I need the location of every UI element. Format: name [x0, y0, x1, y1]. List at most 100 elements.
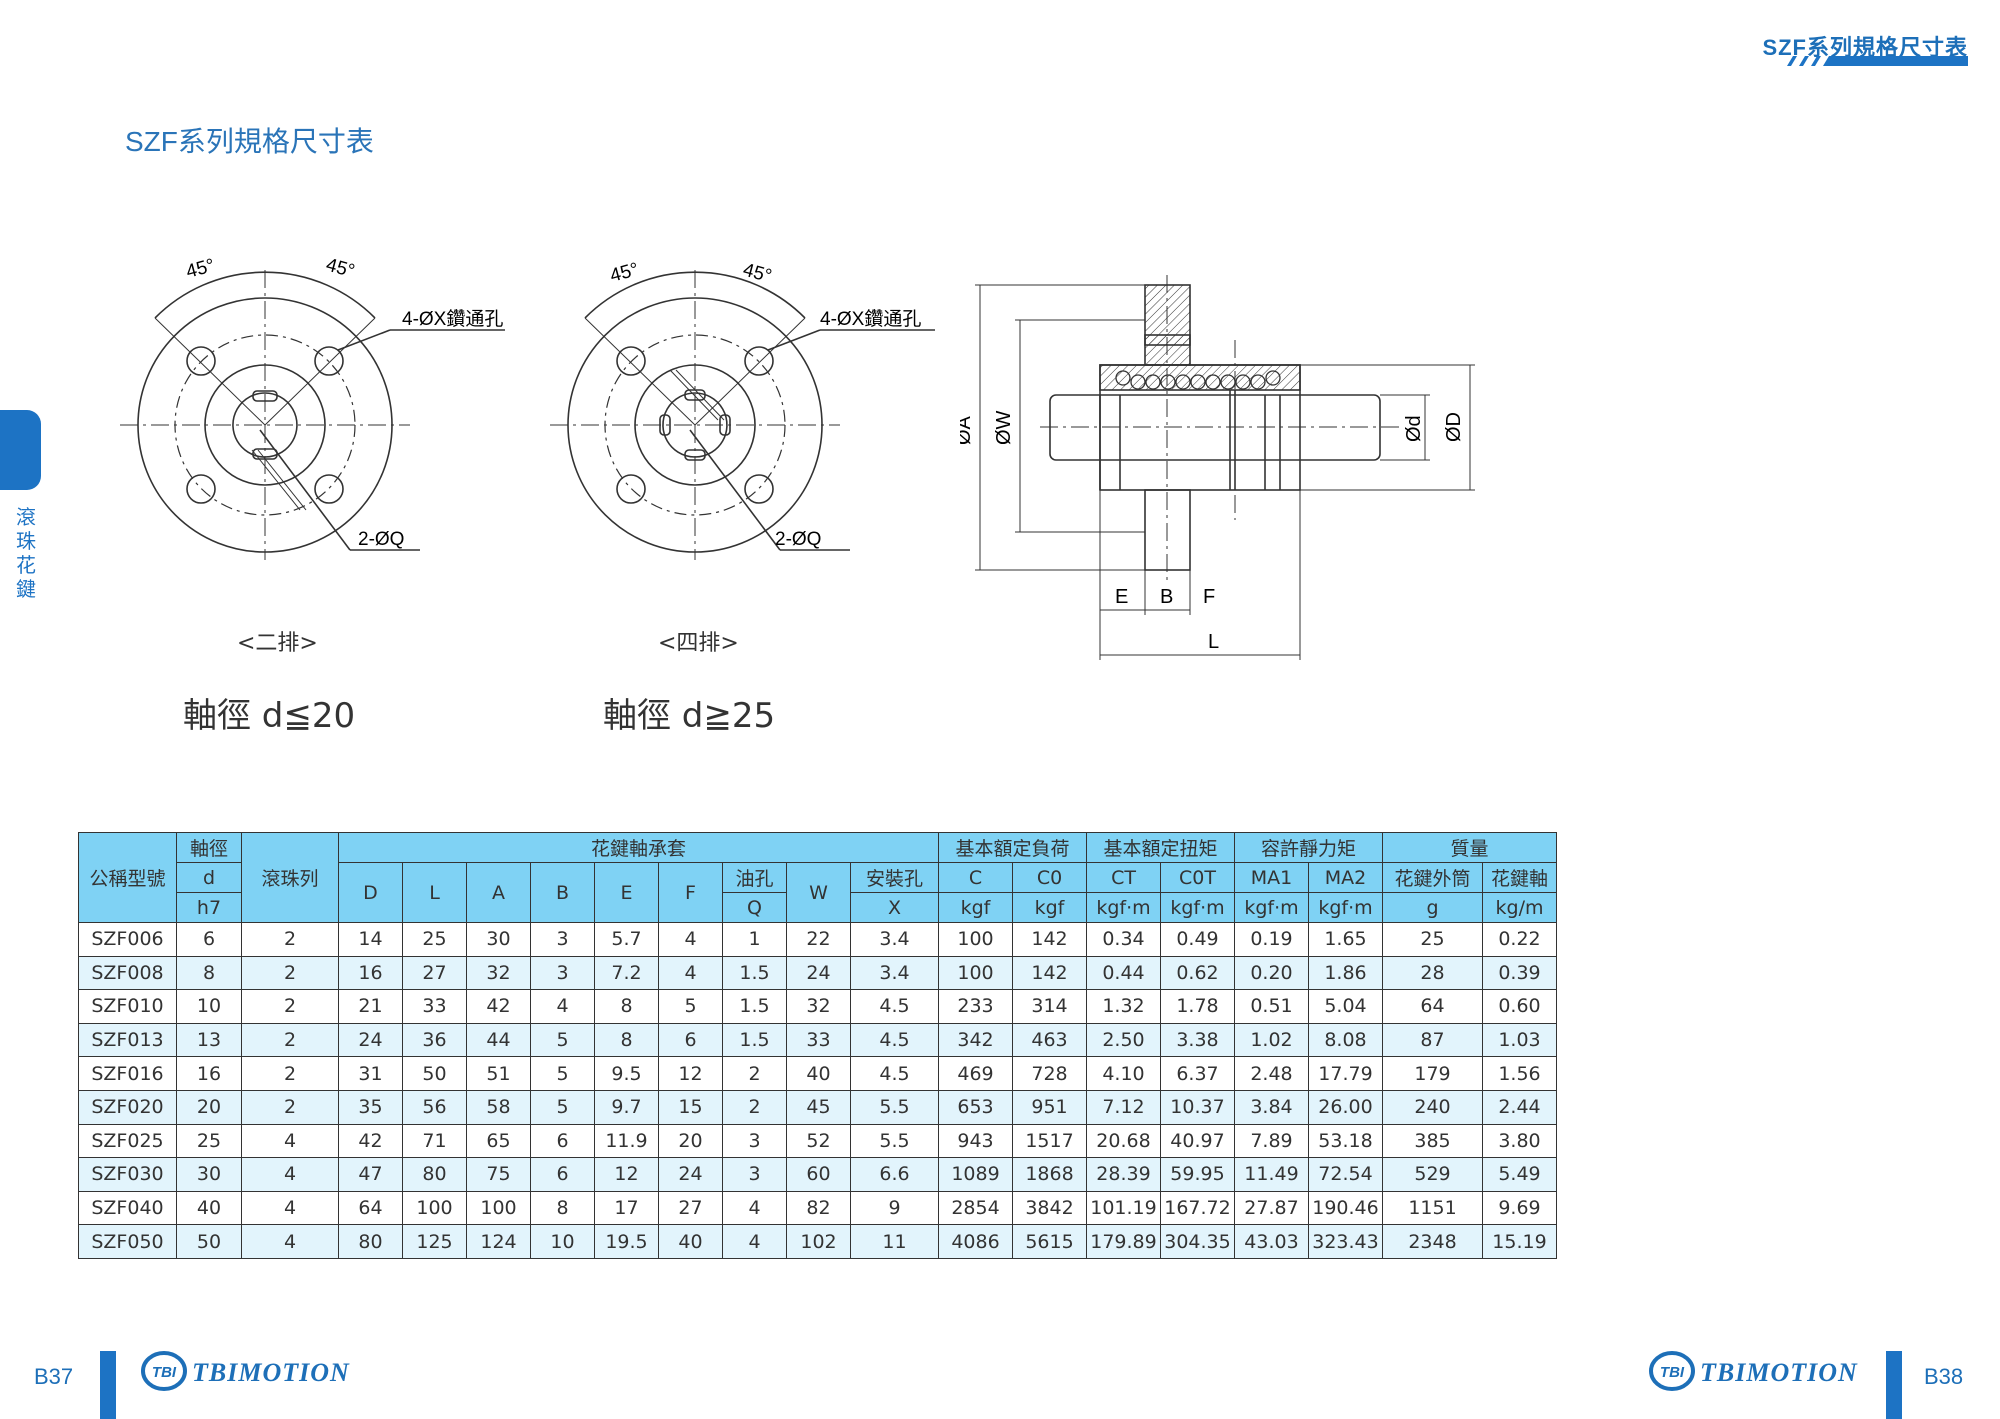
- table-cell: 5.49: [1482, 1157, 1557, 1192]
- col-X: X: [850, 892, 939, 923]
- table-cell: 27: [402, 955, 467, 991]
- table-cell: 4: [722, 1224, 787, 1259]
- table-cell: 20.68: [1086, 1123, 1161, 1159]
- unit-g: g: [1382, 892, 1483, 923]
- model-cell: SZF040: [78, 1190, 177, 1226]
- table-cell: 5615: [1012, 1224, 1087, 1259]
- table-cell: 6: [176, 922, 242, 957]
- col-Q: Q: [722, 892, 787, 923]
- col-ball-rows: 滾珠列: [241, 832, 339, 923]
- table-cell: 11: [850, 1224, 939, 1259]
- angle-label-right: 45°: [324, 255, 357, 283]
- table-cell: 5: [530, 1022, 595, 1058]
- table-cell: 47: [338, 1157, 403, 1192]
- table-cell: 1.32: [1086, 989, 1161, 1024]
- table-cell: 2: [722, 1056, 787, 1091]
- table-cell: 8: [176, 955, 242, 991]
- table-cell: 5.7: [594, 922, 659, 957]
- table-cell: 4: [658, 922, 723, 957]
- tbi-logo-icon: TBI: [141, 1351, 187, 1391]
- col-MA1: MA1: [1234, 862, 1309, 893]
- table-cell: 0.44: [1086, 955, 1161, 991]
- table-cell: 304.35: [1160, 1224, 1235, 1259]
- table-cell: 4: [241, 1157, 339, 1192]
- table-cell: 16: [176, 1056, 242, 1091]
- table-cell: 0.39: [1482, 955, 1557, 991]
- model-cell: SZF030: [78, 1157, 177, 1192]
- table-cell: 5: [530, 1089, 595, 1125]
- caption-two-row: <二排>: [237, 631, 318, 656]
- unit-kgf-c: kgf: [938, 892, 1013, 923]
- oil-hole-label-2: 2-ØQ: [775, 529, 821, 550]
- table-cell: 40: [658, 1224, 723, 1259]
- table-cell: 24: [658, 1157, 723, 1192]
- table-cell: 1.65: [1308, 922, 1383, 957]
- model-cell: SZF020: [78, 1089, 177, 1125]
- table-cell: 653: [938, 1089, 1013, 1125]
- logo-mark-text-right: TBI: [1660, 1364, 1685, 1381]
- table-cell: 1.03: [1482, 1022, 1557, 1058]
- table-cell: 125: [402, 1224, 467, 1259]
- table-cell: 102: [786, 1224, 851, 1259]
- col-D: D: [338, 862, 403, 923]
- table-cell: 2: [241, 1089, 339, 1125]
- dim-d: Ød: [1403, 415, 1425, 442]
- table-cell: 5.5: [850, 1089, 939, 1125]
- table-cell: 15: [658, 1089, 723, 1125]
- table-cell: 1151: [1382, 1190, 1483, 1226]
- table-cell: 100: [938, 955, 1013, 991]
- flange-drawing-four-row: 45° 45° 4-ØX鑽通孔 2-ØQ: [550, 259, 935, 560]
- table-cell: 53.18: [1308, 1123, 1383, 1159]
- col-shaft: 軸徑: [176, 832, 242, 863]
- col-torque: 基本額定扭矩: [1086, 832, 1235, 863]
- table-cell: 4.5: [850, 1022, 939, 1058]
- table-cell: 6: [530, 1123, 595, 1159]
- table-cell: 59.95: [1160, 1157, 1235, 1192]
- unit-kgfm-ct: kgf‧m: [1086, 892, 1161, 923]
- table-cell: 80: [338, 1224, 403, 1259]
- header-stripes: [1787, 56, 1968, 66]
- table-cell: 60: [786, 1157, 851, 1192]
- table-cell: 40: [786, 1056, 851, 1091]
- model-cell: SZF006: [78, 922, 177, 957]
- table-cell: 3842: [1012, 1190, 1087, 1226]
- table-cell: 15.19: [1482, 1224, 1557, 1259]
- hole-label-2: 4-ØX鑽通孔: [820, 308, 921, 330]
- col-h7: h7: [176, 892, 242, 923]
- table-cell: 6.6: [850, 1157, 939, 1192]
- table-cell: 32: [466, 955, 531, 991]
- unit-kgfm-ma1: kgf‧m: [1234, 892, 1309, 923]
- table-cell: 40: [176, 1190, 242, 1226]
- table-cell: 9: [850, 1190, 939, 1226]
- table-cell: 24: [786, 955, 851, 991]
- table-cell: 3: [722, 1157, 787, 1192]
- table-cell: 1.86: [1308, 955, 1383, 991]
- shaft-diameter-small: 軸徑 d≦20: [183, 696, 356, 736]
- table-cell: 27.87: [1234, 1190, 1309, 1226]
- table-cell: 463: [1012, 1022, 1087, 1058]
- col-outer: 花鍵外筒: [1382, 862, 1483, 893]
- col-F: F: [658, 862, 723, 923]
- table-cell: 33: [786, 1022, 851, 1058]
- table-cell: 190.46: [1308, 1190, 1383, 1226]
- table-cell: 7.2: [594, 955, 659, 991]
- table-cell: 10: [176, 989, 242, 1024]
- table-cell: 100: [402, 1190, 467, 1226]
- table-cell: 3.84: [1234, 1089, 1309, 1125]
- table-cell: 7.12: [1086, 1089, 1161, 1125]
- table-cell: 2: [241, 989, 339, 1024]
- table-cell: 1.5: [722, 989, 787, 1024]
- col-mass: 質量: [1382, 832, 1557, 863]
- table-cell: 3.80: [1482, 1123, 1557, 1159]
- table-cell: 124: [466, 1224, 531, 1259]
- section-tab[interactable]: [0, 410, 41, 490]
- table-cell: 50: [402, 1056, 467, 1091]
- table-cell: 8.08: [1308, 1022, 1383, 1058]
- table-cell: 4.5: [850, 1056, 939, 1091]
